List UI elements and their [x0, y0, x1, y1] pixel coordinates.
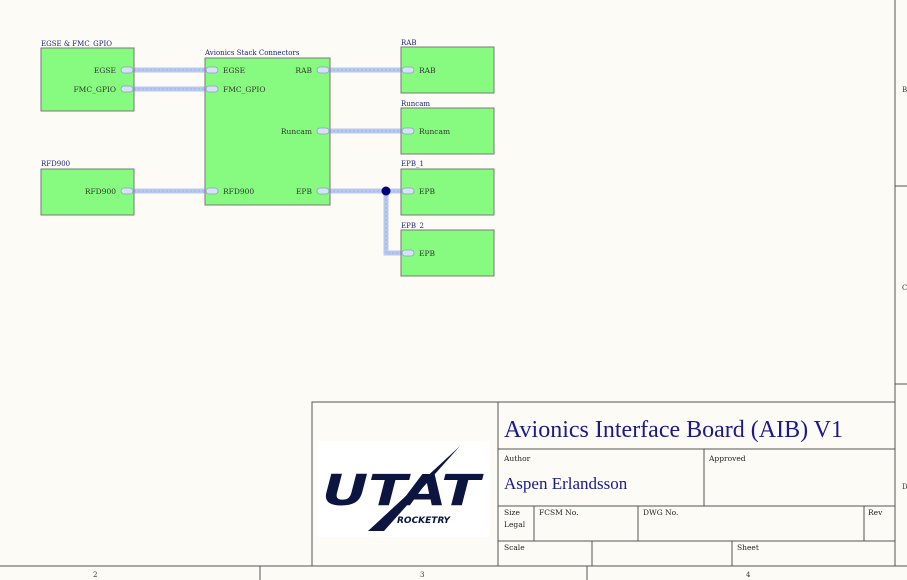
title-block: UTAT ROCKETRY Avionics Interface Board (…: [311, 401, 896, 567]
logo-swoosh: [368, 446, 460, 531]
size-value: Legal: [504, 520, 526, 529]
sheet-entry-label: RAB: [295, 66, 312, 75]
sheet-body[interactable]: [400, 168, 495, 216]
sheet-name: EPB_2: [401, 222, 424, 230]
sheet-entry-port[interactable]: [401, 249, 415, 257]
sheet-body[interactable]: [400, 229, 495, 277]
sheet-label: Sheet: [737, 543, 759, 552]
author-label: Author: [503, 454, 531, 463]
sheet-entry-port[interactable]: [120, 66, 134, 74]
fcsm-label: FCSM No.: [539, 508, 578, 517]
logo-subtitle: ROCKETRY: [397, 516, 452, 526]
zone-label-right-2: C: [902, 284, 907, 292]
sheet-symbol-runcam[interactable]: Runcam Runcam: [400, 100, 495, 155]
sheet-symbol-epb-1[interactable]: EPB_1 EPB: [400, 160, 495, 216]
zone-label-bottom-3: 4: [746, 571, 751, 579]
sheet-symbol-avionics-stack[interactable]: Avionics Stack Connectors EGSE FMC_GPIO …: [204, 49, 331, 206]
sheet-name: Runcam: [401, 100, 430, 108]
sheet-name: RAB: [401, 39, 416, 47]
sheet-body[interactable]: [400, 46, 495, 94]
sheet-entry-port[interactable]: [120, 85, 134, 93]
sheet-entry-label: EGSE: [94, 66, 116, 75]
approved-label: Approved: [708, 454, 746, 463]
sheet-entry-label: RFD900: [85, 187, 116, 196]
sheet-entry-port[interactable]: [205, 85, 219, 93]
sheet-entry-port[interactable]: [316, 127, 330, 135]
sheet-entry-port[interactable]: [316, 66, 330, 74]
zone-label-bottom-2: 3: [420, 571, 424, 579]
sheet-name: Avionics Stack Connectors: [204, 49, 300, 57]
sheet-entry-label: EPB: [296, 187, 313, 196]
sheet-symbol-egse-fmc-gpio[interactable]: EGSE & FMC_GPIO EGSE FMC_GPIO: [40, 40, 135, 112]
sheet-entry-port[interactable]: [401, 127, 415, 135]
bus-junction-dot: [381, 186, 391, 196]
sheet-entry-port[interactable]: [401, 66, 415, 74]
sheet-entry-port[interactable]: [205, 187, 219, 195]
logo-background: [318, 441, 490, 537]
sheet-body[interactable]: [400, 107, 495, 155]
zone-label-right-1: B: [902, 86, 907, 94]
logo-wordmark: UTAT: [322, 466, 485, 516]
sheet-entry-label: Runcam: [281, 127, 312, 136]
sheet-symbol-epb-2[interactable]: EPB_2 EPB: [400, 222, 495, 277]
sheet-name: RFD900: [41, 160, 70, 168]
sheet-entry-label: Runcam: [419, 127, 450, 136]
sheet-entry-label: EPB: [419, 187, 436, 196]
sheet-entry-label: FMC_GPIO: [73, 85, 116, 94]
scale-label: Scale: [504, 543, 525, 552]
sheet-body[interactable]: [40, 47, 135, 112]
author-name: Aspen Erlandsson: [504, 474, 628, 493]
sheet-body[interactable]: [204, 57, 331, 206]
zone-label-bottom-1: 2: [93, 571, 97, 579]
sheet-entry-label: EGSE: [223, 66, 245, 75]
sheet-entry-label: FMC_GPIO: [223, 85, 266, 94]
sheet-entry-label: RAB: [419, 66, 436, 75]
sheet-entry-port[interactable]: [401, 187, 415, 195]
sheet-entry-label: EPB: [419, 249, 436, 258]
sheet-entry-port[interactable]: [316, 187, 330, 195]
utat-rocketry-logo: UTAT ROCKETRY: [318, 441, 490, 537]
sheet-name: EGSE & FMC_GPIO: [41, 40, 112, 48]
size-label: Size: [504, 508, 520, 517]
title-block-frame: [311, 401, 896, 567]
sheet-body[interactable]: [40, 168, 135, 216]
sheet-entry-port[interactable]: [205, 66, 219, 74]
zone-label-right-3: D: [902, 483, 907, 491]
rev-label: Rev: [868, 508, 883, 517]
document-title: Avionics Interface Board (AIB) V1: [504, 417, 843, 443]
dwg-label: DWG No.: [643, 508, 678, 517]
bus-wires: [127, 67, 408, 256]
sheet-entry-label: RFD900: [223, 187, 254, 196]
sheet-entry-port[interactable]: [120, 187, 134, 195]
sheet-name: EPB_1: [401, 160, 424, 168]
sheet-symbol-rfd900[interactable]: RFD900 RFD900: [40, 160, 135, 216]
sheet-symbol-rab[interactable]: RAB RAB: [400, 39, 495, 94]
